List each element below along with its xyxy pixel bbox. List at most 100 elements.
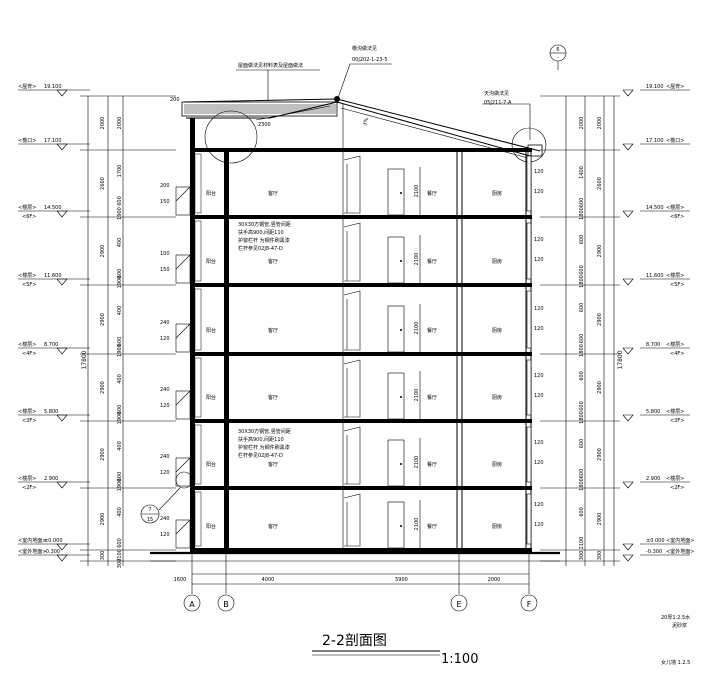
corner-note: 女儿墙 1.2.5: [661, 659, 690, 666]
dim-inner-r-4: 600: [579, 235, 585, 245]
dim-inner-l-9: 1900: [117, 344, 123, 357]
dim-outer-l-6: 2900: [100, 513, 106, 526]
room-hall-0: 餐厅: [427, 190, 437, 197]
level-tag: <2F>: [22, 485, 36, 491]
level-name: <楼层>: [666, 475, 684, 482]
dim-inner-l-13: 400: [117, 441, 123, 451]
floor-slab-5: [190, 486, 532, 490]
dim-inner-l-6: 1900: [117, 276, 123, 289]
balcony-rail-0: [175, 186, 191, 216]
roof: [181, 96, 547, 164]
small-mark-5b: 120: [160, 532, 170, 538]
roof-slab-left: [181, 101, 338, 117]
opening-3: [343, 359, 361, 418]
level-marker-r-2: 14.500<楼层><6F>: [622, 204, 690, 220]
level-extension-lines: [80, 95, 620, 562]
level-marker-l-1: 17.100<檐口>: [18, 137, 90, 151]
small-mark-0b: 150: [160, 199, 170, 205]
room-kitchen-2: 厨房: [492, 327, 502, 334]
dim-outer-l-0: 2000: [100, 117, 106, 130]
total-height-left: 17800: [81, 350, 88, 369]
material-note-1: 20厚1:2.5水: [661, 614, 690, 621]
floor-slab-6: [190, 548, 532, 552]
dim-inner-l-3: 1900: [117, 207, 123, 220]
level-marker-l-0: 19.100<屋脊>: [18, 83, 90, 97]
room-hall-5: 餐厅: [427, 523, 437, 530]
dim-inner-l-8: 600: [117, 337, 123, 347]
balcony-rail-3: [175, 390, 191, 420]
room-kitchen-3: 厨房: [492, 394, 502, 401]
small-mark-4a: 240: [160, 454, 170, 460]
callout-detail-7: 7 15: [140, 471, 193, 524]
window-panel-right-3: [526, 359, 532, 416]
axis-dim-0: 1600: [174, 577, 187, 583]
svg-text:6: 6: [556, 47, 559, 53]
dim-outer-r-4: 2900: [597, 381, 603, 394]
level-triangle: [56, 143, 68, 151]
inner-dimension-labels-left: 2000170060019004006001900400600190040060…: [117, 117, 123, 569]
floor-slab-3: [190, 352, 532, 356]
dim-outer-r-1: 2600: [597, 177, 603, 190]
drawing-title: 2-2剖面图: [322, 633, 387, 649]
level-value: 8.700: [646, 342, 660, 348]
door-1: [387, 236, 405, 284]
axis-bubble-B: [217, 594, 235, 612]
dim-inner-r-1: 1400: [579, 166, 585, 179]
level-tag: <室外地面>: [666, 548, 694, 555]
axis-dim-1: 4000: [262, 577, 275, 583]
height-dim-0: 2100: [414, 185, 420, 198]
room-hall-1: 餐厅: [427, 258, 437, 265]
small-mark-3b: 120: [160, 403, 170, 409]
floor-slab-2: [190, 283, 532, 287]
dim-inner-r-12: 1800: [579, 411, 585, 424]
balcony-rail-5: [175, 519, 191, 549]
window-panel-left-2: [194, 288, 202, 351]
rail-diag-0: [175, 186, 191, 202]
building-frame: [190, 104, 532, 550]
level-value: 5.800: [44, 409, 58, 415]
level-value: 17.100: [646, 138, 664, 144]
level-value: 5.800: [646, 409, 660, 415]
dim-inner-l-2: 600: [117, 196, 123, 206]
dim-inner-l-7: 400: [117, 306, 123, 316]
level-triangle: [622, 143, 634, 151]
window-panel-left-3: [194, 357, 202, 418]
rail-diag-1: [175, 254, 191, 270]
level-value: 2.900: [646, 476, 660, 482]
dim-inner-l-1: 1700: [117, 165, 123, 178]
level-tag: <5F>: [670, 282, 684, 288]
dim-inner-r-15: 1800: [579, 478, 585, 491]
opening-5: [343, 493, 361, 547]
level-name: <楼层>: [18, 204, 36, 211]
rail-diag-4: [175, 457, 191, 473]
axis-label-E: E: [456, 600, 461, 609]
dim-inner-r-13: 600: [579, 439, 585, 449]
level-value: 14.500: [44, 205, 62, 211]
rail-diag-5: [175, 519, 191, 535]
level-tag: <檐口>: [666, 137, 684, 144]
level-marker-r-4: 8.700<楼层><4F>: [622, 341, 690, 357]
svg-text:-: -: [557, 55, 559, 61]
level-value: 19.100: [646, 84, 664, 90]
level-value: 17.100: [44, 138, 62, 144]
dim-inner-l-0: 2000: [117, 117, 123, 130]
dim-inner-r-17: 2100: [579, 537, 585, 550]
dim-outer-l-1: 2600: [100, 177, 106, 190]
dim-outer-l-2: 2900: [100, 245, 106, 258]
level-triangle: [622, 554, 634, 562]
level-triangle: [56, 554, 68, 562]
room-kitchen-0: 厨房: [492, 190, 502, 197]
level-name: <楼层>: [18, 408, 36, 415]
dim-inner-r-2: 600: [579, 198, 585, 208]
axis-bubble-A: [183, 594, 201, 612]
door-knob-0: [400, 192, 402, 194]
level-value: ±0.000: [44, 538, 63, 544]
room-living-5: 客厅: [268, 523, 278, 530]
door-2: [387, 305, 405, 353]
small-mark-right-0b: 120: [534, 189, 544, 195]
level-marker-r-0: 19.100<屋脊>: [622, 83, 690, 97]
dim-inner-r-8: 600: [579, 334, 585, 344]
height-dim-1: 2100: [414, 253, 420, 266]
level-tag: <4F>: [22, 351, 36, 357]
